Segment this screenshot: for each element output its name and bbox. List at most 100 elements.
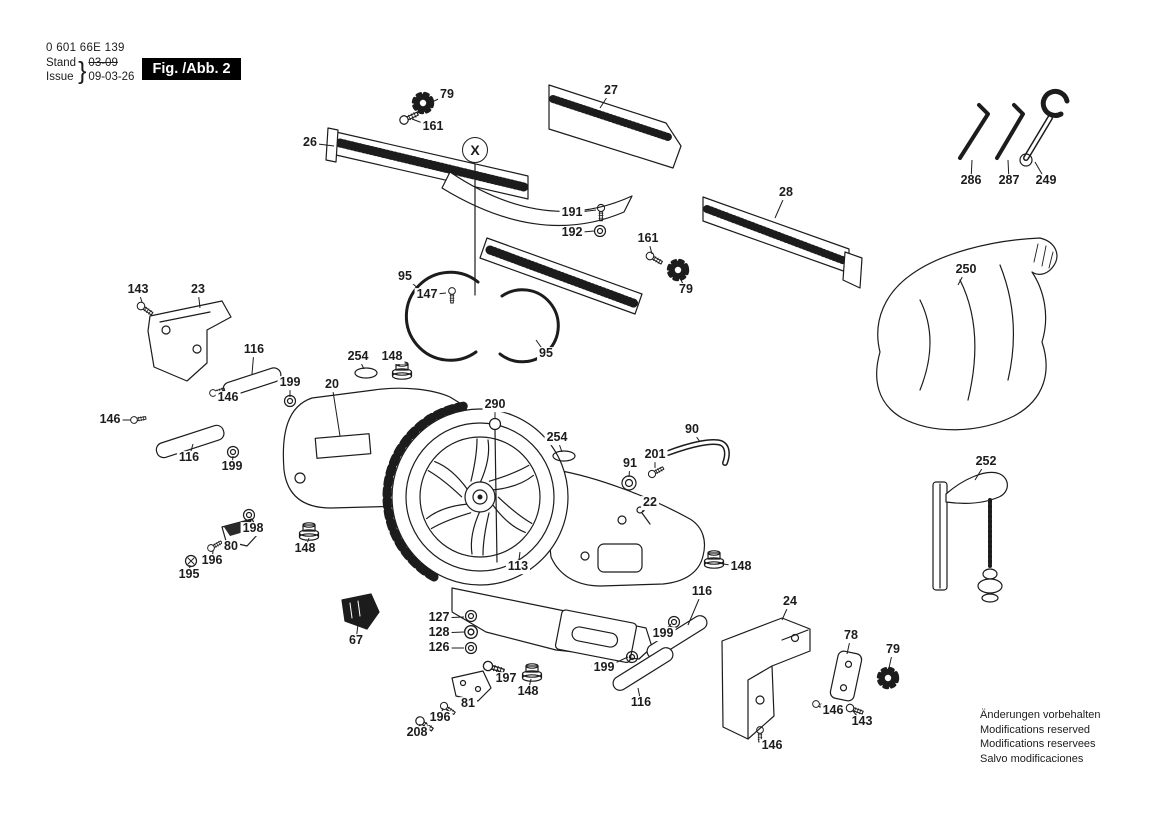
brace-glyph: } — [78, 56, 87, 85]
legal-notes: Änderungen vorbehalten Modifications res… — [980, 708, 1100, 766]
section-marker: X — [462, 137, 488, 163]
callout-79: 79 — [884, 642, 902, 657]
callout-148: 148 — [292, 541, 318, 556]
callout-199: 199 — [591, 660, 617, 675]
callout-161: 161 — [420, 119, 446, 134]
callout-290: 290 — [482, 397, 508, 412]
part-290-axis — [494, 429, 498, 563]
turntable-drawing — [382, 401, 569, 586]
bracket-24-drawing — [721, 617, 811, 740]
callout-199: 199 — [277, 375, 303, 390]
screw-195 — [184, 554, 198, 568]
ring-segment-right — [498, 288, 560, 364]
callout-67: 67 — [347, 633, 365, 648]
figure-label: Fig. /Abb. 2 — [142, 58, 241, 80]
hex-rod-90 — [665, 439, 730, 466]
callout-196: 196 — [427, 710, 453, 725]
hex-key-287 — [995, 103, 1025, 160]
callout-79: 79 — [677, 282, 695, 297]
callout-249: 249 — [1033, 173, 1059, 188]
issue-label: Issue — [46, 70, 74, 83]
callout-286: 286 — [958, 173, 984, 188]
callout-191: 191 — [559, 205, 585, 220]
callout-80: 80 — [222, 539, 240, 554]
fence-upper-right-drawing — [548, 84, 682, 169]
callout-126: 126 — [426, 640, 452, 655]
callout-287: 287 — [996, 173, 1022, 188]
callout-26: 26 — [301, 135, 319, 150]
callout-116: 116 — [689, 584, 715, 599]
note-line: Modifications reserved — [980, 723, 1091, 736]
callout-81: 81 — [459, 696, 477, 711]
stand-value: 03-09 — [88, 57, 118, 69]
hex-key-286 — [958, 103, 990, 160]
note-line: Salvo modificaciones — [980, 752, 1084, 765]
callout-116: 116 — [628, 695, 654, 710]
callout-197: 197 — [493, 671, 519, 686]
callout-116: 116 — [176, 450, 202, 465]
callout-196: 196 — [199, 553, 225, 568]
callout-78: 78 — [842, 628, 860, 643]
callout-113: 113 — [505, 559, 531, 574]
callout-127: 127 — [426, 610, 452, 625]
callout-148: 148 — [728, 559, 754, 574]
bracket-23-drawing — [147, 300, 232, 382]
callout-148: 148 — [515, 684, 541, 699]
callout-22: 22 — [641, 495, 659, 510]
part-number: 0 601 66E 139 — [46, 42, 125, 54]
knob-67-drawing — [341, 593, 380, 630]
plate-81-drawing — [451, 670, 492, 702]
callout-91: 91 — [621, 456, 639, 471]
callout-208: 208 — [404, 725, 430, 740]
callout-128: 128 — [426, 625, 452, 640]
callout-147: 147 — [414, 287, 440, 302]
callout-90: 90 — [683, 422, 701, 437]
callout-254: 254 — [544, 430, 570, 445]
callout-23: 23 — [189, 282, 207, 297]
clamp-252-drawing — [932, 471, 1008, 603]
fence-left-drawing — [325, 127, 529, 200]
callout-146: 146 — [97, 412, 123, 427]
callout-95: 95 — [396, 269, 414, 284]
fence-lower-right-drawing — [702, 196, 863, 289]
front-extension-drawing — [451, 587, 653, 671]
ring-254-right — [552, 450, 576, 462]
dust-bag-drawing — [876, 237, 1058, 431]
right-wing-drawing — [546, 469, 706, 587]
callout-20: 20 — [323, 377, 341, 392]
callout-148: 148 — [379, 349, 405, 364]
wrench-249 — [1019, 88, 1070, 167]
callout-192: 192 — [559, 225, 585, 240]
callout-143: 143 — [849, 714, 875, 729]
callout-27: 27 — [602, 83, 620, 98]
callout-24: 24 — [781, 594, 799, 609]
callout-143: 143 — [125, 282, 151, 297]
callout-116: 116 — [241, 342, 267, 357]
stand-label: Stand — [46, 57, 77, 69]
callout-195: 195 — [176, 567, 202, 582]
callout-252: 252 — [973, 454, 999, 469]
rod-116-lower — [155, 424, 225, 459]
callout-250: 250 — [953, 262, 979, 277]
miter-scale-drawing — [479, 237, 643, 315]
title-block: 0 601 66E 139 Stand Issue } 03-09 09-03-… — [46, 42, 241, 84]
pin-22 — [636, 506, 651, 525]
rod-116-mid-b — [612, 647, 674, 691]
ring-254-left — [354, 367, 378, 379]
note-line: Modifications reservees — [980, 738, 1096, 750]
callout-79: 79 — [438, 87, 456, 102]
callout-199: 199 — [219, 459, 245, 474]
insert-crescent-drawing — [441, 171, 633, 227]
callout-198: 198 — [240, 521, 266, 536]
callout-146: 146 — [820, 703, 846, 718]
callout-161: 161 — [635, 231, 661, 246]
issue-value: 09-03-26 — [88, 70, 135, 83]
plate-78-drawing — [829, 650, 863, 702]
callout-146: 146 — [215, 390, 241, 405]
callout-201: 201 — [642, 447, 668, 462]
callout-146: 146 — [759, 738, 785, 753]
callout-199: 199 — [650, 626, 676, 641]
note-line: Änderungen vorbehalten — [980, 709, 1101, 721]
ring-segment-left — [404, 270, 480, 362]
